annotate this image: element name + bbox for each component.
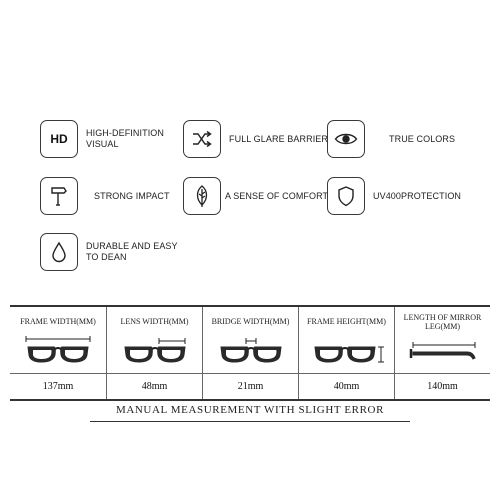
- spec-label: FRAME WIDTH(MM): [20, 317, 96, 326]
- droplet-icon: [40, 233, 78, 271]
- feather-icon: [183, 177, 221, 215]
- row-divider: [107, 373, 202, 374]
- row-divider: [10, 373, 106, 374]
- lens-width-diagram: [107, 331, 202, 371]
- spec-frame-height: FRAME HEIGHT(MM) 40mm: [298, 307, 394, 399]
- feature-label: HIGH-DEFINITION VISUAL: [86, 128, 164, 149]
- feature-full-glare: FULL GLARE BARRIER: [183, 120, 328, 158]
- feature-label: DURABLE AND EASY TO DEAN: [86, 241, 178, 262]
- row-divider: [203, 373, 298, 374]
- note-underline: [90, 421, 410, 422]
- hd-text-icon: HD: [40, 120, 78, 158]
- frame-width-diagram: [10, 331, 106, 371]
- spec-value: 21mm: [237, 381, 264, 392]
- spec-value: 140mm: [427, 381, 458, 392]
- feature-true-colors: TRUE COLORS: [327, 120, 455, 158]
- feature-uv400: UV400PROTECTION: [327, 177, 461, 215]
- feature-label: A SENSE OF COMFORT: [225, 190, 329, 201]
- eye-icon: [327, 120, 365, 158]
- spec-frame-width: FRAME WIDTH(MM) 137mm: [10, 307, 106, 399]
- spec-value: 40mm: [333, 381, 360, 392]
- row-divider: [395, 373, 490, 374]
- spec-value: 137mm: [42, 381, 74, 392]
- frame-height-diagram: [299, 331, 394, 371]
- measurement-note: MANUAL MEASUREMENT WITH SLIGHT ERROR: [115, 404, 385, 416]
- spec-temple-length: LENGTH OF MIRROR LEG(MM) 140mm: [394, 307, 490, 399]
- measurement-table: FRAME WIDTH(MM) 137mm LENS WIDTH(MM): [10, 305, 490, 401]
- spec-label: LENS WIDTH(MM): [120, 317, 189, 326]
- spec-lens-width: LENS WIDTH(MM) 48mm: [106, 307, 202, 399]
- feature-strong-impact: STRONG IMPACT: [40, 177, 170, 215]
- spec-label: LENGTH OF MIRROR LEG(MM): [403, 313, 482, 331]
- spec-label: FRAME HEIGHT(MM): [307, 317, 386, 326]
- feature-hd: HD HIGH-DEFINITION VISUAL: [40, 120, 186, 158]
- spec-value: 48mm: [141, 381, 168, 392]
- feature-label: TRUE COLORS: [389, 133, 456, 144]
- spec-bridge-width: BRIDGE WIDTH(MM) 21mm: [202, 307, 298, 399]
- row-divider: [299, 373, 394, 374]
- bridge-width-diagram: [203, 331, 298, 371]
- feature-label: UV400PROTECTION: [373, 190, 462, 201]
- shield-icon: [327, 177, 365, 215]
- temple-side-diagram: [395, 331, 490, 371]
- feature-durable: DURABLE AND EASY TO DEAN: [40, 233, 186, 271]
- hammer-icon: [40, 177, 78, 215]
- feature-label: STRONG IMPACT: [94, 190, 170, 201]
- shuffle-icon: [183, 120, 221, 158]
- feature-label: FULL GLARE BARRIER: [229, 133, 328, 144]
- spec-label: BRIDGE WIDTH(MM): [211, 317, 290, 326]
- feature-comfort: A SENSE OF COMFORT: [183, 177, 328, 215]
